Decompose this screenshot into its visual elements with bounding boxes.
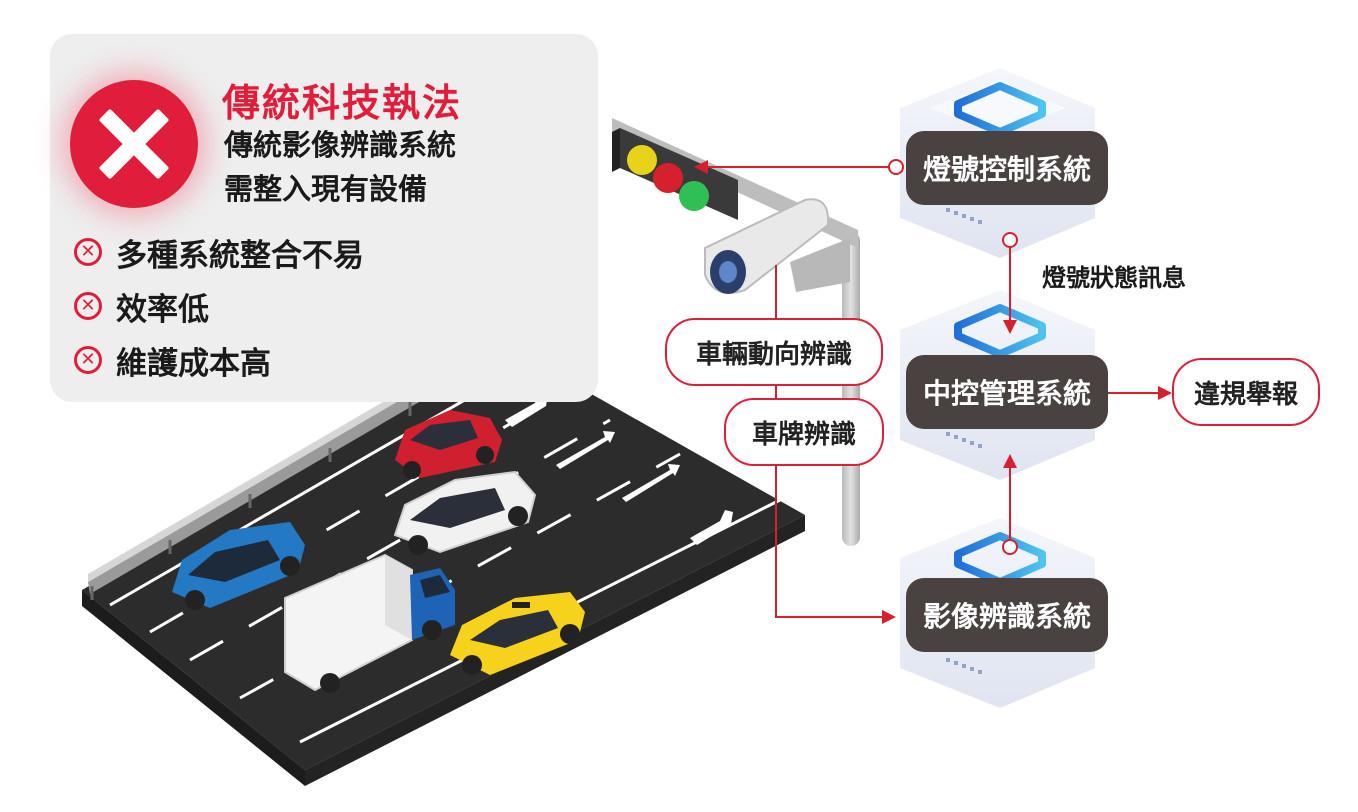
arrow-to-image: [882, 610, 896, 624]
signal-status-label: 燈號狀態訊息: [1042, 264, 1186, 292]
issue-text: 維護成本高: [116, 345, 271, 382]
white-car: [393, 470, 537, 555]
blue-car: [172, 522, 305, 610]
camera: [704, 198, 850, 294]
panel-subtitle-line-2: 需整入現有設備: [224, 172, 428, 206]
issue-item: ✕ 維護成本高: [74, 340, 271, 382]
panel-title: 傳統科技執法: [222, 81, 463, 125]
signal-control-system-label: 燈號控制系統: [906, 131, 1108, 205]
arrowheads: [694, 160, 1172, 624]
traffic-light: [612, 128, 738, 220]
red-light: [653, 163, 683, 193]
violation-report-pill: 違規舉報: [1172, 358, 1320, 426]
truck: [284, 553, 455, 693]
issue-item: ✕ 多種系統整合不易: [74, 232, 364, 274]
arrow-to-light: [694, 160, 708, 174]
plate-recognition-pill: 車牌辨識: [724, 398, 884, 466]
panel-subtitle-line-1: 傳統影像辨識系統: [224, 128, 457, 162]
x-circle-icon: ✕: [74, 292, 102, 320]
arrow-to-central-top: [1003, 320, 1017, 334]
image-recognition-system-label: 影像辨識系統: [906, 578, 1108, 652]
arrow-to-report: [1158, 386, 1172, 400]
yellow-light: [627, 145, 657, 175]
issue-text: 效率低: [116, 291, 209, 328]
taxi: [450, 592, 585, 675]
x-circle-icon: ✕: [74, 346, 102, 374]
vehicle-direction-pill: 車輛動向辨識: [665, 318, 883, 386]
big-x-icon: [70, 80, 198, 208]
issue-item: ✕ 效率低: [74, 286, 209, 328]
central-management-system-label: 中控管理系統: [906, 355, 1108, 429]
green-light: [679, 181, 709, 211]
arrow-to-central-bottom: [1003, 454, 1017, 468]
x-circle-icon: ✕: [74, 238, 102, 266]
red-car: [395, 410, 502, 479]
issue-text: 多種系統整合不易: [116, 237, 364, 274]
